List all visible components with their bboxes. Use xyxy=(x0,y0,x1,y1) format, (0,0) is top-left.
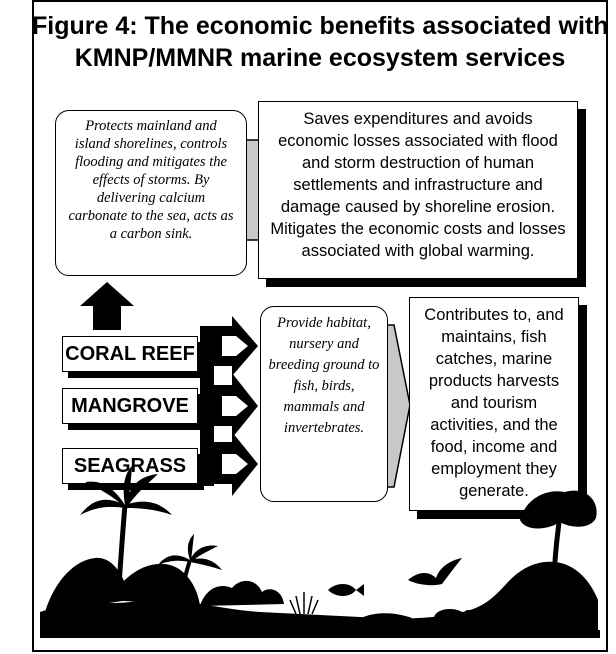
benefit-text-shoreline: Saves expenditures and avoids economic l… xyxy=(270,110,566,260)
benefit-text-habitat: Contributes to, and maintains, fish catc… xyxy=(424,306,564,500)
ecosystem-mangrove: MANGROVE xyxy=(62,388,198,424)
ecosystem-seagrass: SEAGRASS xyxy=(62,448,198,484)
figure-title: Figure 4: The economic benefits associat… xyxy=(32,10,609,74)
benefit-box-shoreline: Saves expenditures and avoids economic l… xyxy=(258,101,578,279)
service-box-shoreline: Protects mainland and island shorelines,… xyxy=(55,110,247,276)
service-box-habitat: Provide habitat, nursery and breeding gr… xyxy=(260,306,388,502)
service-text-shoreline: Protects mainland and island shorelines,… xyxy=(68,118,234,242)
figure-title-line-2: KMNP/MMNR marine ecosystem services xyxy=(74,44,566,72)
figure-title-line-1: Figure 4: The economic benefits associat… xyxy=(32,12,609,40)
ecosystem-coral-reef: CORAL REEF xyxy=(62,336,198,372)
benefit-box-habitat: Contributes to, and maintains, fish catc… xyxy=(409,297,579,511)
service-text-habitat: Provide habitat, nursery and breeding gr… xyxy=(268,315,380,436)
up-arrow-coral-reef xyxy=(80,282,134,330)
